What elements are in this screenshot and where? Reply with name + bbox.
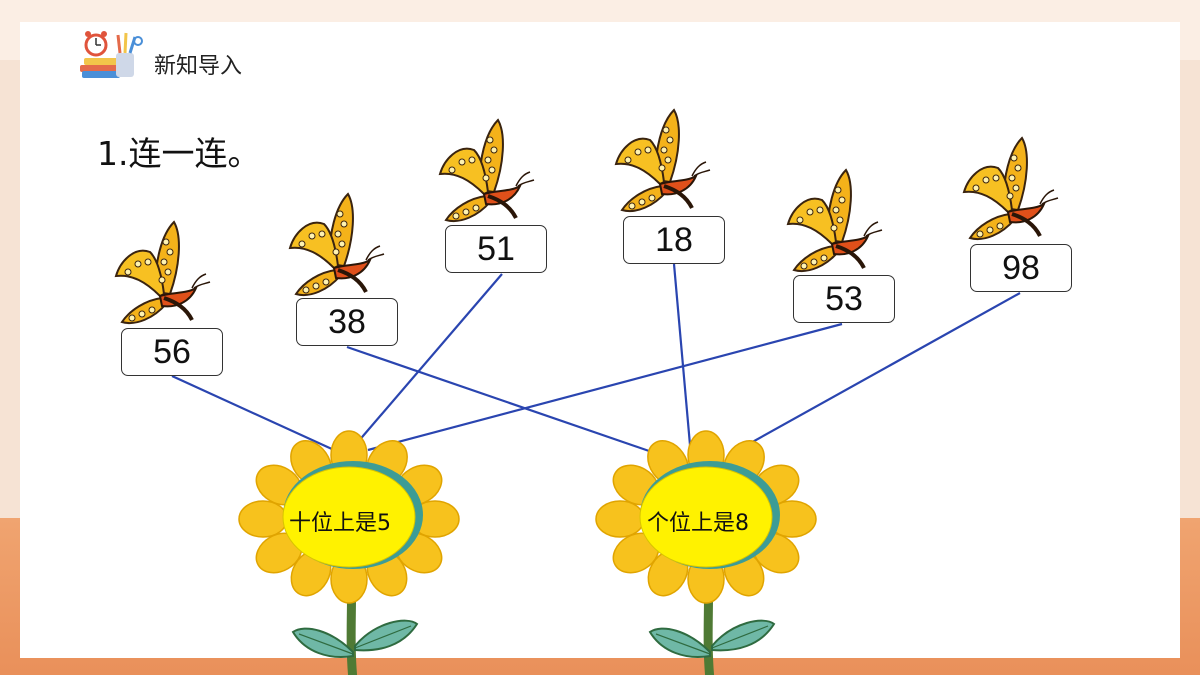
question-prompt: 1.连一连。 [97,134,261,173]
stationery-books-clock-icon [80,31,143,78]
butterfly-icon [614,108,712,214]
line-51-tens [344,273,503,458]
butterfly-icon [786,168,884,274]
number-box-98[interactable]: 98 [970,244,1072,292]
line-18-ones [672,263,692,446]
line-98-ones [737,292,1021,451]
butterfly-icon [114,220,212,326]
line-38-ones [346,345,653,454]
number-box-18[interactable]: 18 [623,216,725,264]
top-band [0,0,1200,22]
flower-label-tens[interactable]: 十位上是5 [289,511,391,536]
number-box-38[interactable]: 38 [296,298,398,346]
butterfly-icon [288,192,386,298]
section-title: 新知导入 [154,54,243,79]
flower-label-ones[interactable]: 个位上是8 [647,511,749,536]
line-53-tens [367,322,843,452]
line-56-tens [171,374,346,457]
butterfly-icon [438,118,536,224]
number-box-53[interactable]: 53 [793,275,895,323]
butterfly-icon [962,136,1060,242]
connection-lines [171,263,1021,458]
number-box-56[interactable]: 56 [121,328,223,376]
number-box-51[interactable]: 51 [445,225,547,273]
